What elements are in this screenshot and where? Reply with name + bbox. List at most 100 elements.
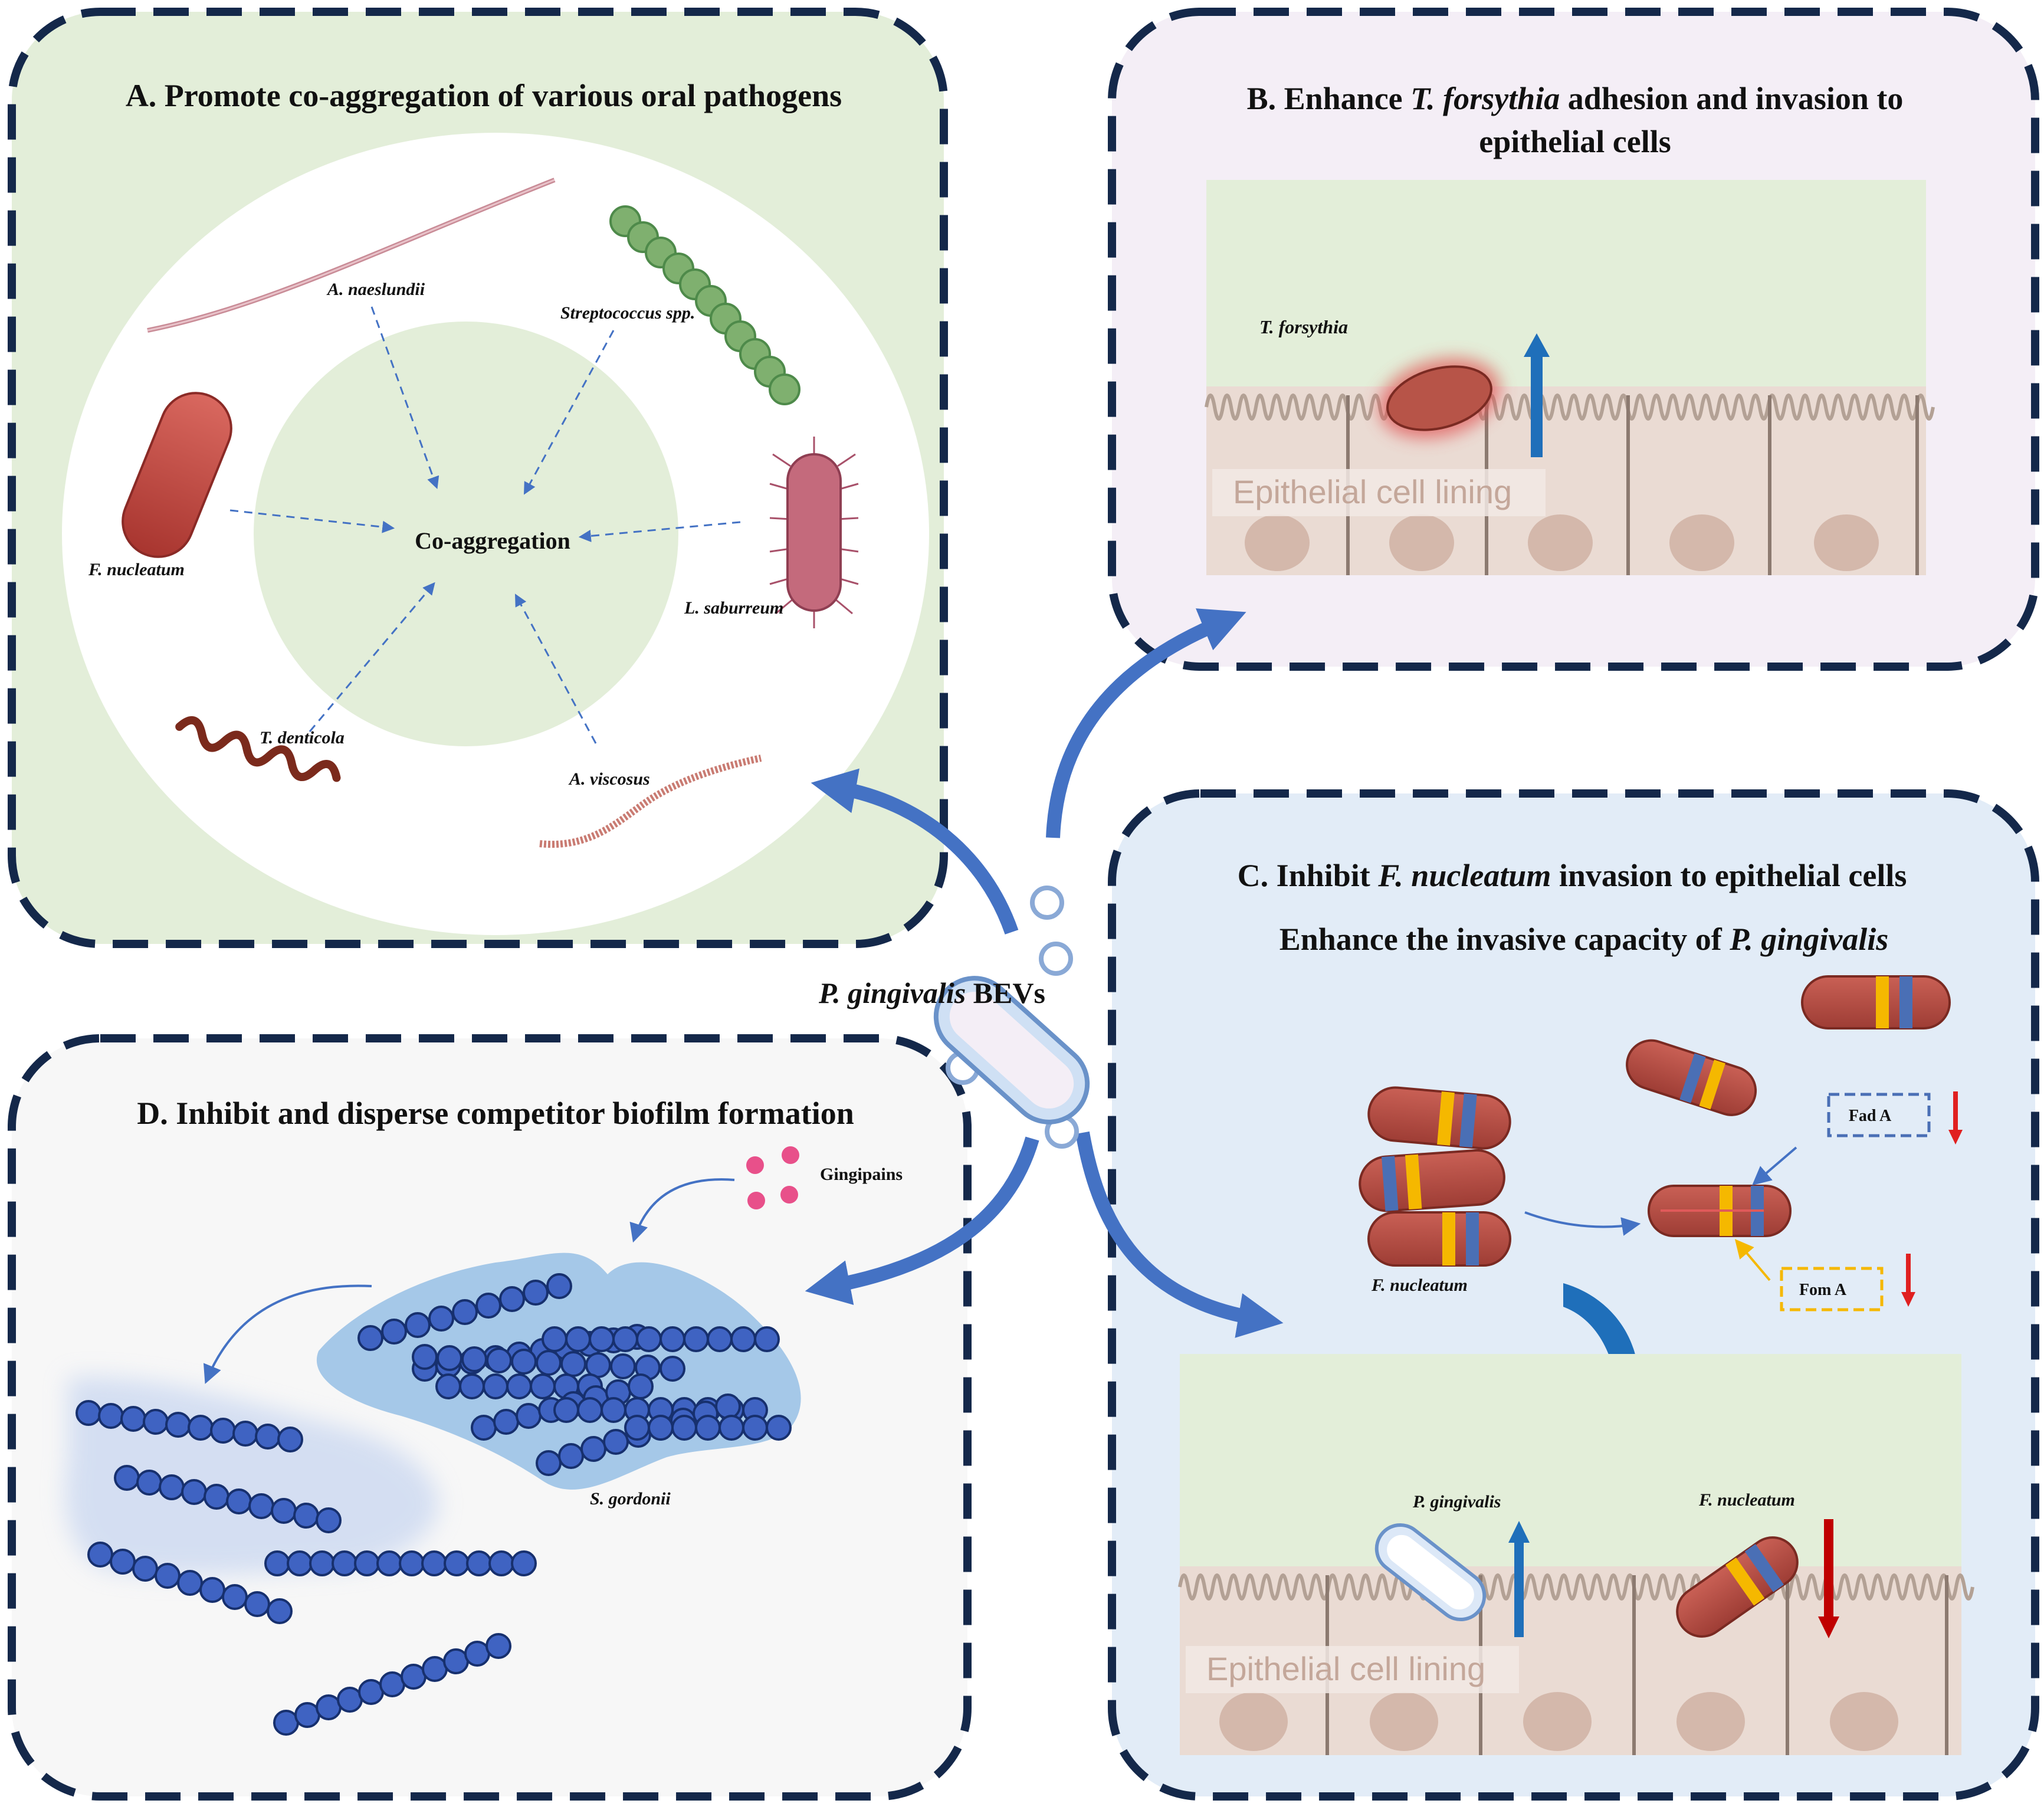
s-gordonii-cell (435, 1373, 461, 1399)
panel-c-title-line1: C. Inhibit F. nucleatum invasion to epit… (1238, 858, 1907, 893)
s-gordonii-cell (421, 1550, 447, 1576)
s-gordonii-cell (553, 1397, 579, 1423)
f-nucleatum-label-a: F. nucleatum (88, 560, 185, 579)
arrow-to-panel-b (1046, 608, 1246, 838)
s-gordonii-cell (601, 1397, 626, 1423)
a-naeslundii-label: A. naeslundii (326, 280, 425, 299)
s-gordonii-cell (114, 1465, 140, 1491)
s-gordonii-cell (560, 1351, 586, 1377)
s-gordonii-cell (516, 1403, 542, 1429)
s-gordonii-cell (589, 1326, 615, 1352)
fom-a-label: Fom A (1799, 1281, 1847, 1299)
s-gordonii-cell (316, 1694, 342, 1720)
s-gordonii-cell (199, 1577, 225, 1603)
s-gordonii-cell (210, 1418, 236, 1444)
streptococcus-chain (609, 205, 800, 405)
s-gordonii-cell (766, 1415, 792, 1441)
s-gordonii-cell (379, 1671, 405, 1697)
s-gordonii-cell (98, 1403, 124, 1429)
bev-vesicle (1039, 942, 1073, 976)
s-gordonii-cell (683, 1326, 709, 1352)
a-viscosus-filament (539, 755, 762, 848)
fad-a-box (1827, 1093, 1931, 1137)
big-arrows (805, 608, 1284, 1338)
fom-a-pointer (1734, 1239, 1771, 1281)
s-gordonii-cell (628, 1373, 654, 1399)
panel-c-microvilli (1178, 1573, 1974, 1601)
s-gordonii-cell (316, 1507, 342, 1533)
s-gordonii-cell (444, 1550, 470, 1576)
fn-rod-top (1801, 975, 1951, 1029)
s-gordonii-cell (273, 1710, 299, 1736)
s-gordonii-cell (188, 1415, 214, 1441)
streptococcus-label: Streptococcus spp. (560, 303, 695, 323)
s-gordonii-cell (523, 1280, 549, 1306)
s-gordonii-cell (165, 1412, 191, 1438)
panel-b: B. Enhance T. forsythia adhesion and inv… (1108, 8, 2039, 671)
s-gordonii-cell (244, 1591, 270, 1617)
s-gordonii-cell (181, 1479, 207, 1505)
s-gordonii-cell (248, 1493, 274, 1519)
s-gordonii-cell (580, 1436, 606, 1462)
s-gordonii-cell (452, 1299, 478, 1325)
panel-b-title-line2: epithelial cells (1479, 124, 1671, 159)
s-gordonii-cell (76, 1400, 101, 1426)
s-gordonii-cell (475, 1293, 501, 1319)
bev-vesicle (1030, 886, 1064, 920)
a-viscosus-label: A. viscosus (568, 769, 650, 789)
s-gordonii-cell (565, 1326, 591, 1352)
s-gordonii-cell (730, 1326, 756, 1352)
fn-to-rod-arrow (1524, 1211, 1641, 1236)
s-gordonii-cell (499, 1286, 525, 1312)
panel-c-nuclei (1219, 1692, 1898, 1751)
s-gordonii-cell (143, 1409, 169, 1435)
s-gordonii-cell (87, 1542, 113, 1568)
bev-cluster: P. gingivalis BEVs (818, 886, 1090, 1149)
panel-a: A. Promote co-aggregation of various ora… (8, 8, 948, 948)
panel-b-title-line1: B. Enhance T. forsythia adhesion and inv… (1247, 81, 1904, 116)
s-gordonii-cell (636, 1326, 662, 1352)
s-gordonii-cell (226, 1488, 252, 1514)
gingipains-dots (746, 1146, 799, 1209)
s-gordonii-cell (536, 1450, 562, 1476)
s-gordonii-cell (558, 1443, 584, 1469)
s-gordonii-cell (277, 1427, 303, 1452)
s-gordonii-cell (610, 1353, 636, 1379)
panel-b-microvilli (1205, 394, 1935, 421)
pg-bev-rod (933, 976, 1090, 1124)
t-forsythia-cell (1386, 365, 1492, 431)
t-denticola-spiral (175, 716, 341, 782)
panel-a-title: A. Promote co-aggregation of various ora… (126, 78, 842, 113)
fn-rod-middle (1626, 1039, 1757, 1116)
s-gordonii-cell (177, 1570, 203, 1596)
s-gordonii-cell (461, 1346, 487, 1372)
s-gordonii-cell (506, 1373, 532, 1399)
s-gordonii-cell (222, 1584, 248, 1610)
s-gordonii-cell (443, 1648, 469, 1674)
s-gordonii-cell (536, 1350, 562, 1376)
s-gordonii-cell (464, 1641, 490, 1667)
s-gordonii-cell (488, 1550, 514, 1576)
s-gordonii-cell (358, 1679, 384, 1705)
s-gordonii-cell (337, 1687, 363, 1713)
s-gordonii-cell (530, 1373, 556, 1399)
s-gordonii-cell (381, 1319, 407, 1345)
s-gordonii-cell (255, 1424, 281, 1450)
s-gordonii-cell (660, 1356, 685, 1382)
s-gordonii-chains (76, 1273, 792, 1736)
s-gordonii-cell (624, 1415, 650, 1441)
fn-bottom-label: F. nucleatum (1698, 1490, 1795, 1510)
s-gordonii-cell (718, 1415, 744, 1441)
s-gordonii-cell (271, 1498, 297, 1524)
s-gordonii-cell (695, 1415, 721, 1441)
s-gordonii-cell (110, 1549, 136, 1575)
s-gordonii-cell (412, 1344, 438, 1370)
panel-c: C. Inhibit F. nucleatum invasion to epit… (1108, 789, 2039, 1801)
s-gordonii-cell (136, 1470, 162, 1496)
s-gordonii-cell (401, 1664, 426, 1690)
pg-label: P. gingivalis (1412, 1492, 1501, 1511)
fn-invading-cell (1676, 1536, 1799, 1638)
s-gordonii-cell (660, 1326, 685, 1352)
s-gordonii-cell (459, 1373, 485, 1399)
